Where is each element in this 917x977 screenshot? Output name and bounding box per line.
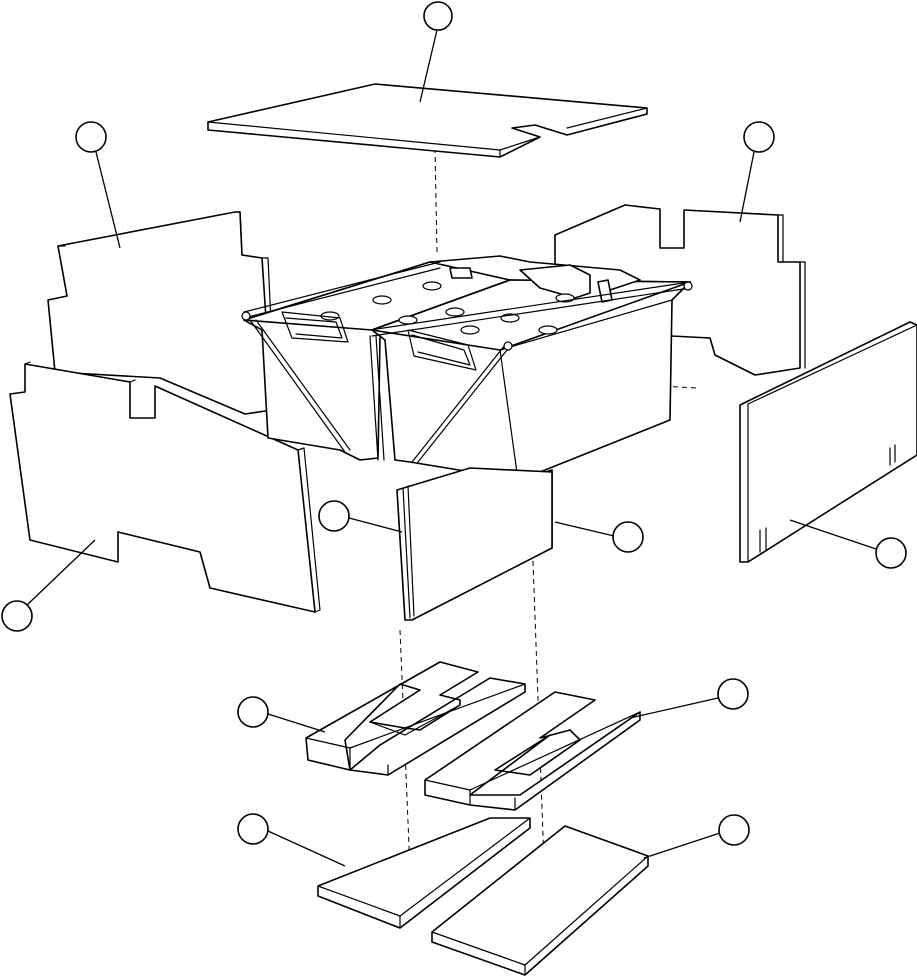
callout-left-front-panel bbox=[1, 600, 33, 632]
center-front-panel bbox=[396, 467, 553, 621]
callout-right-slotted-spacer bbox=[717, 678, 749, 710]
callout-left-bottom-plate bbox=[237, 813, 269, 845]
callout-bubbles bbox=[1, 1, 907, 846]
callout-center-rear-panel bbox=[612, 521, 644, 553]
callout-right-end-panel bbox=[875, 537, 907, 569]
right-slotted-spacer bbox=[424, 691, 641, 811]
callout-top-cover-panel bbox=[423, 1, 453, 31]
top-cover-panel bbox=[207, 83, 648, 158]
callout-right-rear-panel bbox=[743, 121, 775, 153]
battery-assembly bbox=[241, 255, 693, 481]
callout-center-front-panel bbox=[318, 500, 350, 532]
left-bottom-plate bbox=[317, 817, 531, 929]
left-front-panel bbox=[9, 361, 321, 613]
right-end-panel bbox=[739, 321, 917, 563]
right-bottom-plate bbox=[431, 825, 649, 976]
left-slotted-spacer bbox=[305, 661, 526, 776]
leader-lines bbox=[26, 29, 877, 867]
callout-left-rear-panel bbox=[75, 121, 107, 153]
callout-right-bottom-plate bbox=[718, 814, 750, 846]
callout-left-slotted-spacer bbox=[237, 696, 269, 728]
